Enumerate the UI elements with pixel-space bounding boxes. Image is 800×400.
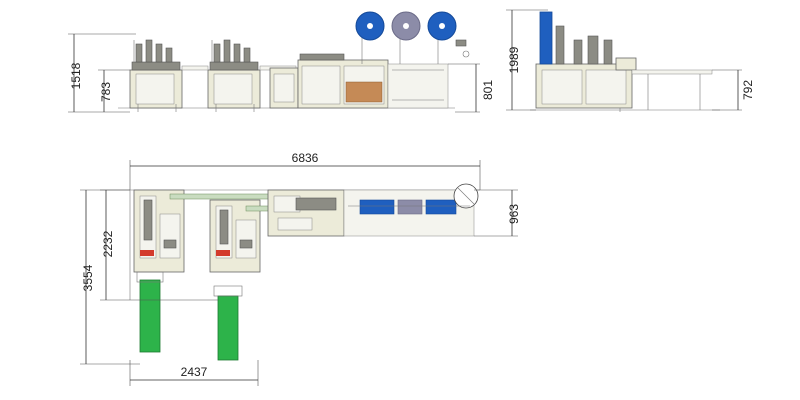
front-elevation-view: 1518 783 801: [68, 11, 495, 113]
dim-plan-bottom-width: 2437: [129, 360, 259, 386]
dim-front-height-table: 783: [98, 69, 130, 112]
dim-label-783: 783: [99, 82, 113, 102]
dim-label-792: 792: [741, 80, 755, 100]
plan-view: 6836 963 3554 2232 2437: [80, 151, 521, 386]
side-elevation-view: 1989 792: [506, 9, 755, 112]
dim-label-1989: 1989: [507, 46, 521, 73]
dim-side-height-total: 1989: [506, 9, 548, 111]
dim-front-height-total: 1518: [68, 33, 136, 113]
dim-label-3554: 3554: [81, 264, 95, 291]
dim-label-6836: 6836: [292, 151, 319, 165]
ear-loop-station-1: [129, 39, 183, 112]
dim-plan-width-right: 963: [474, 189, 521, 237]
ear-loop-station-2: [207, 39, 261, 112]
dim-plan-width-inner: 2232: [100, 189, 218, 301]
dim-label-801: 801: [481, 80, 495, 100]
plan-body-machine: [267, 183, 479, 237]
dim-label-2232: 2232: [101, 230, 115, 257]
plan-ear-loop-unit-2: [209, 199, 261, 361]
dim-front-height-right: 801: [448, 63, 495, 113]
dim-label-963: 963: [507, 204, 521, 224]
material-rolls-front: [355, 11, 470, 64]
mask-body-machine: [269, 53, 449, 109]
dim-label-1518: 1518: [69, 62, 83, 89]
dim-label-2437: 2437: [181, 365, 208, 379]
dim-plan-length: 6836: [129, 151, 481, 190]
dim-plan-width-left: 3554: [80, 189, 140, 365]
plan-ear-loop-unit-1: [133, 189, 185, 353]
dim-side-height-table: 792: [712, 69, 755, 111]
